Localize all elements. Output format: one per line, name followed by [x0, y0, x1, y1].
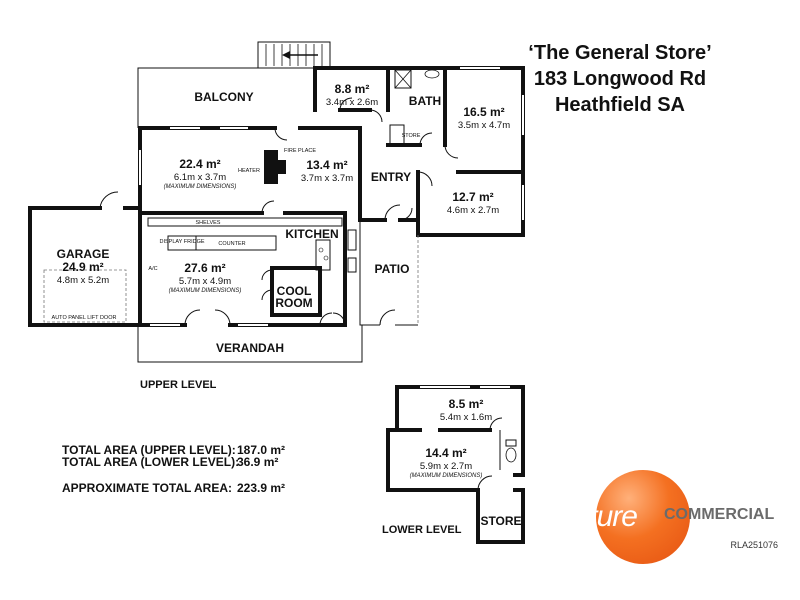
- total-approx-row: APPROXIMATE TOTAL AREA: 223.9 m²: [62, 482, 297, 494]
- counter-label: COUNTER: [218, 241, 245, 247]
- lower-room-a-area: 8.5 m²: [449, 397, 484, 411]
- total-approx-label: APPROXIMATE TOTAL AREA:: [62, 481, 233, 495]
- lower-room-b-dims: 5.9m x 2.7m: [420, 461, 472, 472]
- display-fridge-label: DISPLAY FRIDGE: [159, 239, 204, 245]
- shop-max-note: (MAXIMUM DIMENSIONS): [169, 288, 242, 294]
- lounge-area: 22.4 m²: [179, 157, 220, 171]
- kitchen-label: KITCHEN: [285, 227, 338, 241]
- upper-level-label: UPPER LEVEL: [140, 379, 217, 391]
- lounge-dims: 6.1m x 3.7m: [174, 172, 226, 183]
- garage-label: GARAGE: [57, 247, 110, 261]
- cool-room-label-1: COOL: [277, 284, 312, 298]
- cool-room-label-2: ROOM: [275, 296, 312, 310]
- balcony-label: BALCONY: [194, 90, 253, 104]
- area-totals: TOTAL AREA (UPPER LEVEL): 187.0 m² TOTAL…: [62, 444, 297, 494]
- garage-area: 24.9 m²: [62, 260, 103, 274]
- store-small-label: STORE: [402, 133, 421, 139]
- total-lower-row: TOTAL AREA (LOWER LEVEL): 36.9 m²: [62, 456, 297, 468]
- lower-store-label: STORE: [480, 514, 521, 528]
- lower-room-b-area: 14.4 m²: [425, 446, 466, 460]
- lower-level-label: LOWER LEVEL: [382, 524, 462, 536]
- total-approx-value: 223.9 m²: [237, 481, 286, 495]
- balcony-area: [137, 41, 331, 128]
- garage-dims: 4.8m x 5.2m: [57, 275, 109, 286]
- ac-label: A/C: [148, 266, 157, 272]
- shelves-label: SHELVES: [196, 220, 221, 226]
- reference-number: RLA251076: [730, 540, 778, 550]
- bath-label: BATH: [409, 94, 441, 108]
- lower-level-walls: [386, 385, 525, 544]
- total-lower-label: TOTAL AREA (LOWER LEVEL):: [62, 455, 240, 469]
- property-name: ‘The General Store’: [528, 42, 712, 64]
- room-8-8-area: 8.8 m²: [335, 82, 370, 96]
- fireplace-label: FIRE PLACE: [284, 148, 316, 154]
- property-title: ‘The General Store’ 183 Longwood Rd Heat…: [470, 40, 770, 118]
- lower-room-b-max-note: (MAXIMUM DIMENSIONS): [410, 473, 483, 479]
- entry-label: ENTRY: [371, 170, 411, 184]
- shop-area: 27.6 m²: [184, 261, 225, 275]
- total-lower-value: 36.9 m²: [237, 455, 279, 469]
- garage-walls: [28, 191, 142, 327]
- verandah-label: VERANDAH: [216, 341, 284, 355]
- bedroom-2-dims: 4.6m x 2.7m: [447, 205, 499, 216]
- lift-door-label: AUTO PANEL LIFT DOOR: [52, 315, 117, 321]
- logo-suffix: COMMERCIAL: [664, 506, 775, 523]
- shop-dims: 5.7m x 4.9m: [179, 276, 231, 287]
- dining-area: 13.4 m²: [306, 158, 347, 172]
- logo-brand: Venture: [540, 500, 638, 533]
- total-upper-row: TOTAL AREA (UPPER LEVEL): 187.0 m²: [62, 444, 297, 456]
- room-8-8-dims: 3.4m x 2.6m: [326, 97, 378, 108]
- venture-commercial-logo: Venture COMMERCIAL: [540, 470, 790, 580]
- total-upper-label: TOTAL AREA (UPPER LEVEL):: [62, 443, 236, 457]
- bedroom-1-area: 16.5 m²: [463, 105, 504, 119]
- property-suburb: Heathfield SA: [554, 94, 686, 116]
- heater-label: HEATER: [238, 168, 260, 174]
- property-street: 183 Longwood Rd: [533, 68, 707, 90]
- patio-label: PATIO: [375, 262, 410, 276]
- total-upper-value: 187.0 m²: [237, 443, 286, 457]
- bedroom-2-area: 12.7 m²: [452, 190, 493, 204]
- logo-circle: [596, 470, 690, 564]
- upper-level-walls: [137, 66, 525, 363]
- lower-room-a-dims: 5.4m x 1.6m: [440, 412, 492, 423]
- dining-dims: 3.7m x 3.7m: [301, 173, 353, 184]
- lounge-max-note: (MAXIMUM DIMENSIONS): [164, 184, 237, 190]
- bedroom-1-dims: 3.5m x 4.7m: [458, 120, 510, 131]
